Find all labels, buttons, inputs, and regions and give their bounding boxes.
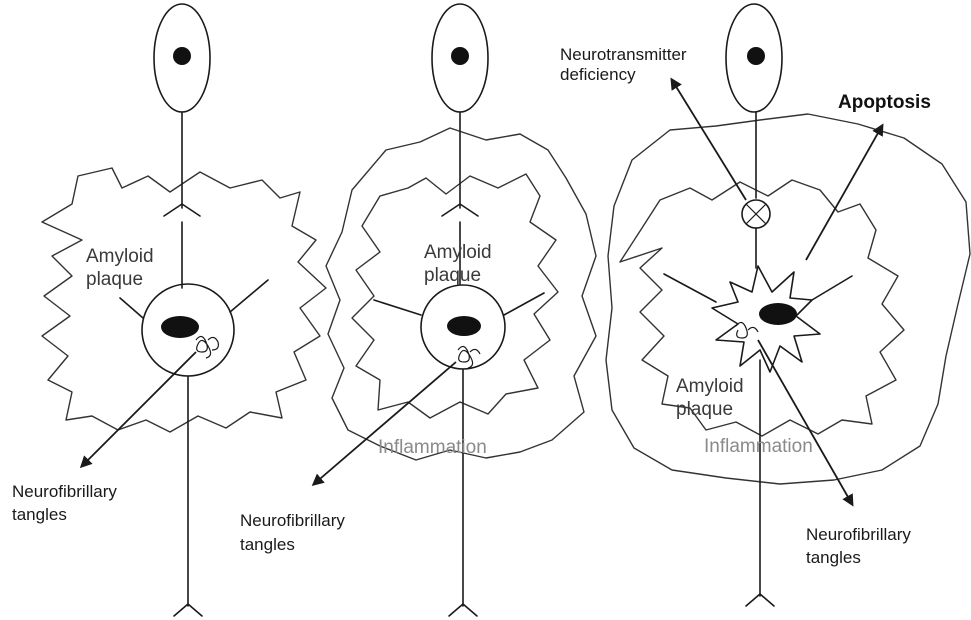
inflammation-outline [606,114,970,484]
tangles-arrow [314,362,456,484]
process-left [120,298,143,318]
plaque-label-line-1: Amyloid [676,376,744,397]
apoptosis-arrow [806,126,882,260]
tangles-label-line-1: Neurofibrillary [240,511,345,530]
cell-nucleus [447,316,481,336]
tangle-squiggle [736,322,758,338]
panel-2-neuron: Amyloid plaque Inflammation Neurofibrill… [240,4,596,616]
tangles-label-line-2: tangles [806,548,861,567]
panel-3-neuron: Neurotransmitter deficiency Apoptosis Am… [560,4,970,606]
tangle-squiggle [458,346,480,368]
tangle-squiggle [196,336,218,358]
process-right [504,293,544,315]
neurotransmitter-label-line-1: Neurotransmitter [560,45,687,64]
inflammation-label: Inflammation [378,437,487,458]
dendrite-nucleus [451,47,469,65]
amyloid-plaque-outline [352,174,558,418]
dendrite-nucleus [747,47,765,65]
cell-nucleus [759,303,797,325]
tangles-label-line-1: Neurofibrillary [12,482,117,501]
blocked-synapse-cross [746,204,766,224]
process-right [812,276,852,300]
apoptosis-label: Apoptosis [838,92,931,113]
process-left [374,300,421,315]
process-left [664,274,716,302]
amyloid-plaque-outline [620,180,904,436]
cell-nucleus [161,316,199,338]
tangles-label-line-2: tangles [240,535,295,554]
tangles-label-line-2: tangles [12,505,67,524]
plaque-label-line-1: Amyloid [424,242,492,263]
process-right [230,280,268,312]
amyloid-plaque-outline [42,168,326,432]
plaque-label-line-2: plaque [676,399,733,420]
plaque-label-line-2: plaque [424,265,481,286]
tangles-arrow [82,352,196,466]
plaque-label-line-1: Amyloid [86,246,154,267]
plaque-label-line-2: plaque [86,269,143,290]
inflammation-label: Inflammation [704,436,813,457]
neurotransmitter-label-line-2: deficiency [560,65,636,84]
tangles-label-line-1: Neurofibrillary [806,525,911,544]
dendrite-nucleus [173,47,191,65]
